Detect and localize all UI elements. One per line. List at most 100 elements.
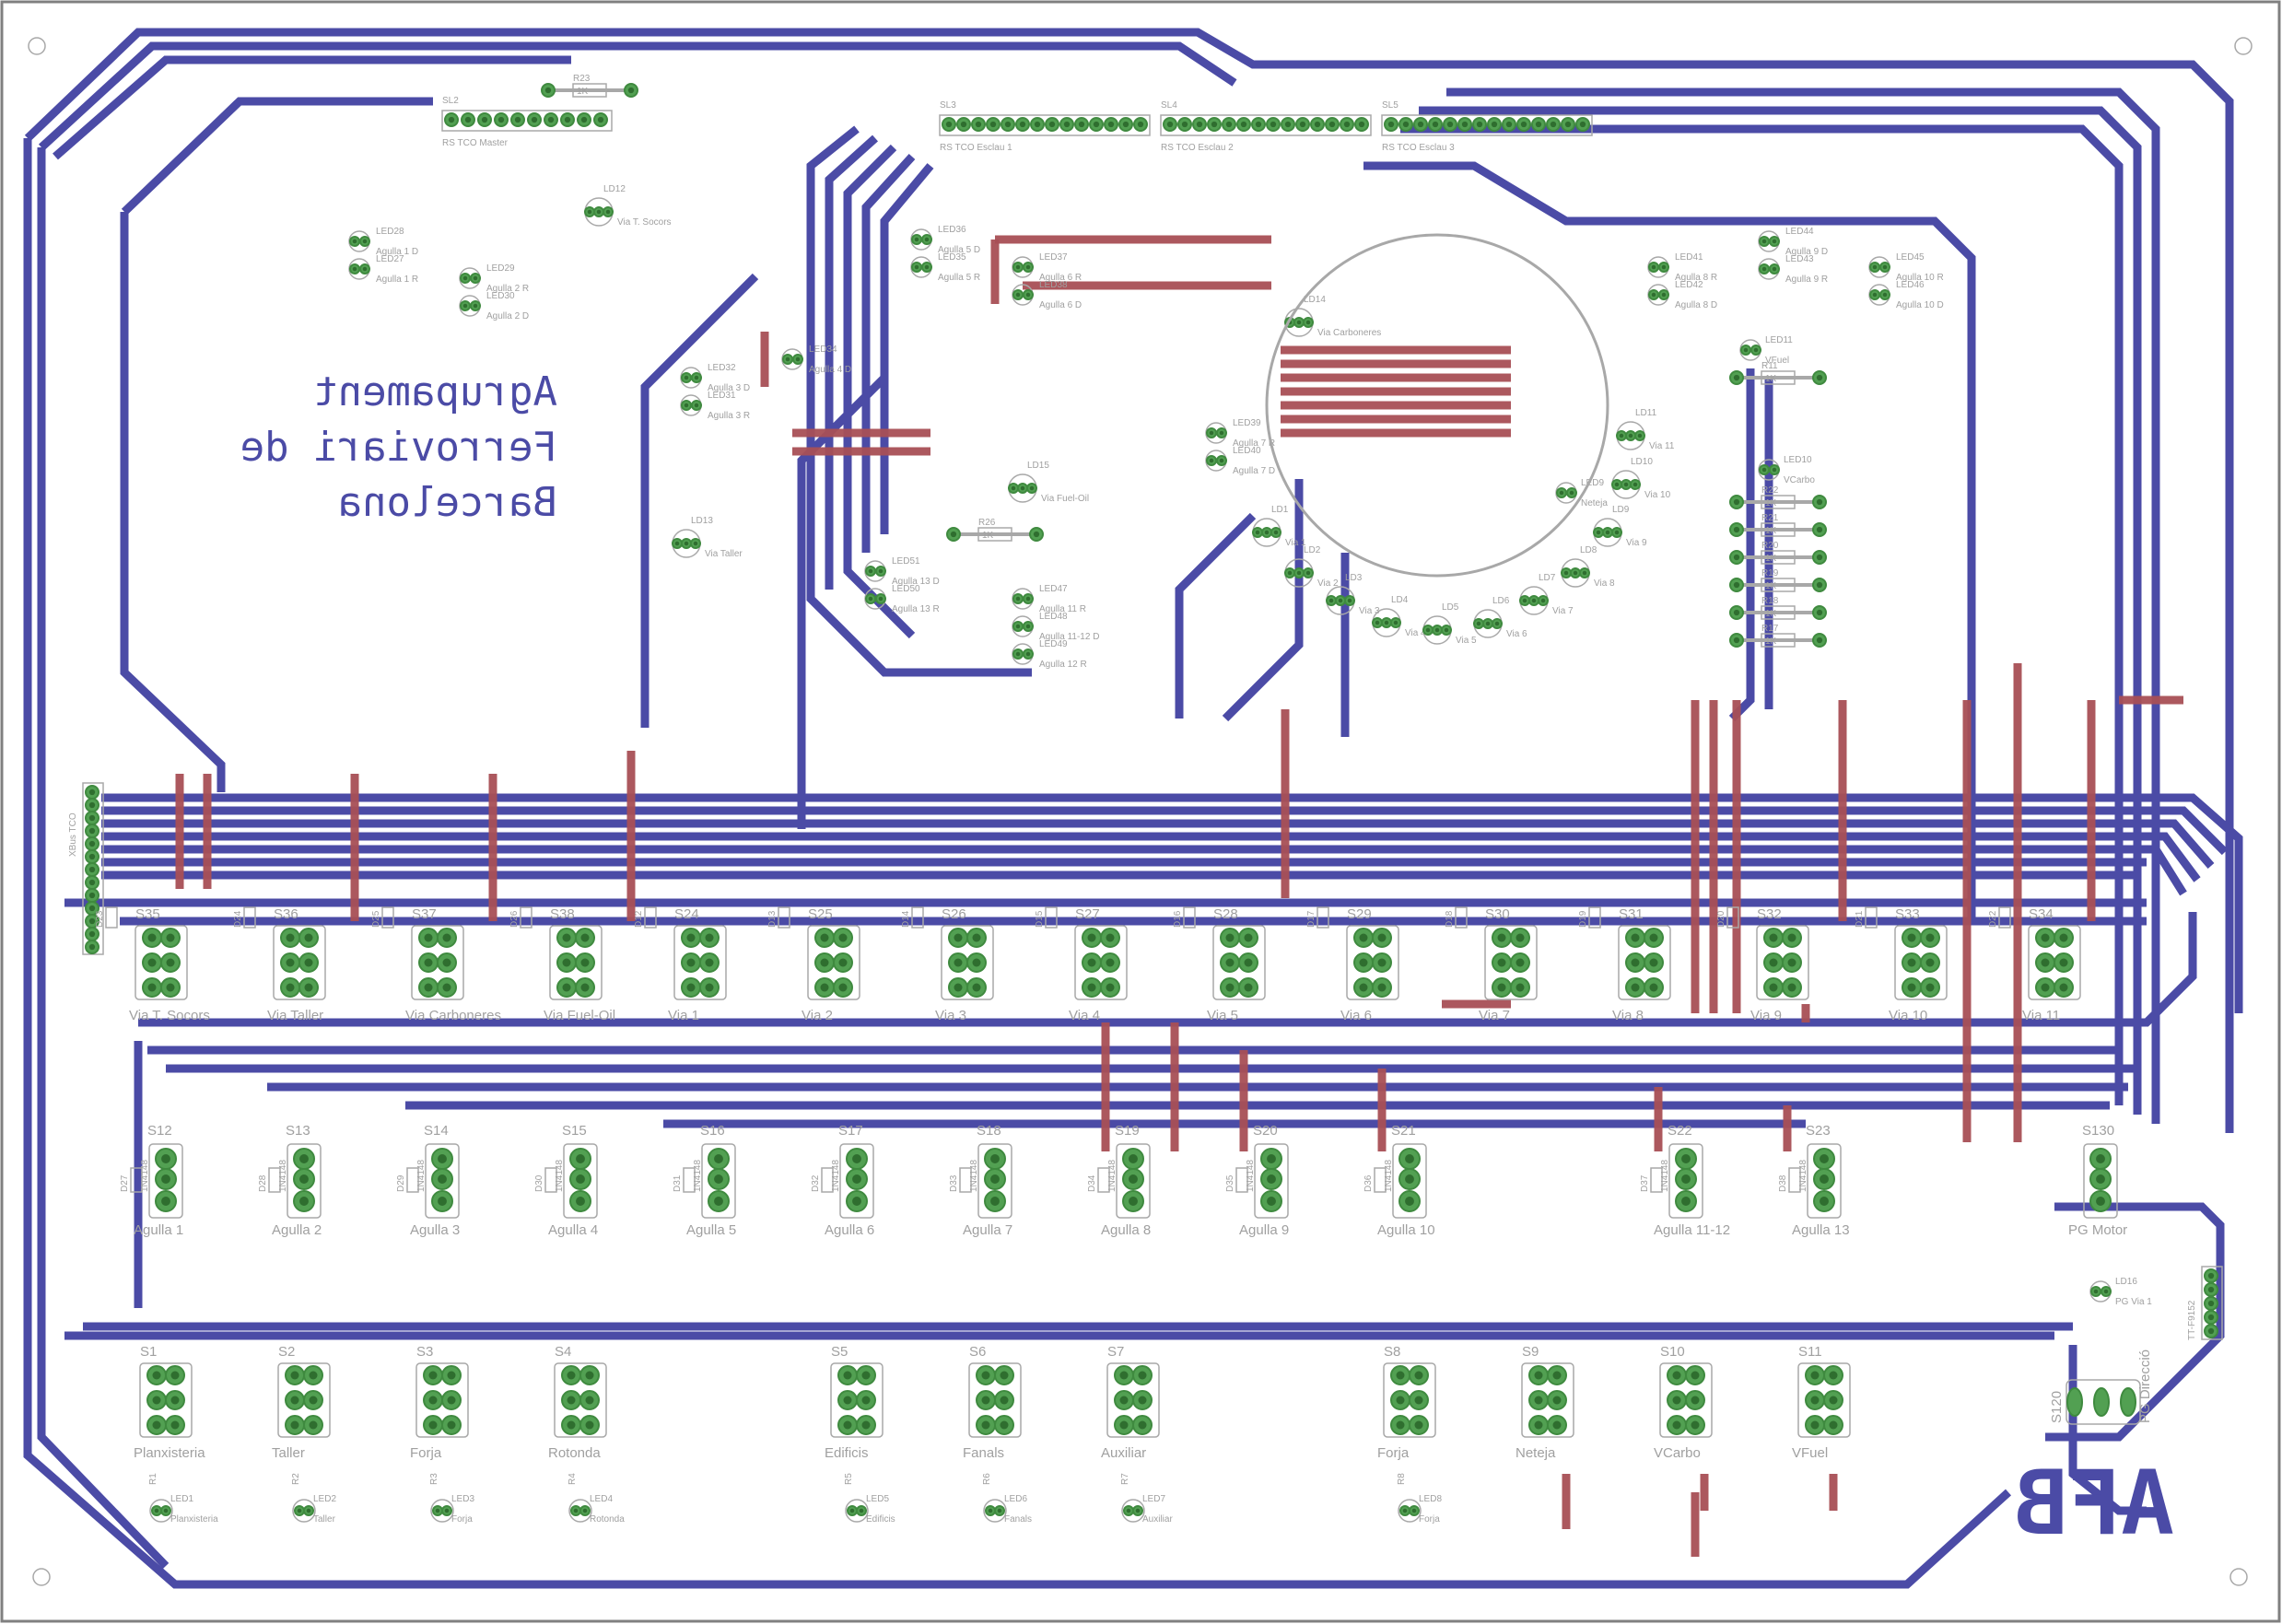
connector-sl1[interactable]: XBus TCO <box>68 782 104 955</box>
led-ref: LED50 <box>892 584 920 594</box>
diode-ref: D28 <box>258 1174 268 1192</box>
mounting-hole-icon <box>32 1568 51 1586</box>
switch-ref: S33 <box>1895 906 1920 922</box>
led-ref: LED31 <box>708 391 736 401</box>
led-ref: LED5 <box>866 1494 889 1504</box>
pg-direction-switch[interactable]: S120 PG Direcció <box>2049 1349 2153 1425</box>
switch-label: Via 2 <box>802 1008 833 1023</box>
diode-part: 1N4148 <box>693 1160 703 1192</box>
led-label: Via 10 <box>1644 490 1671 500</box>
resistor-ref: R20 <box>1761 541 1779 551</box>
led-label: Agulla 10 D <box>1896 300 1944 310</box>
switch-label: Via 9 <box>1750 1008 1782 1023</box>
resistor-ref: R4 <box>568 1473 578 1485</box>
switch-label: Agulla 9 <box>1239 1222 1289 1238</box>
connector-sl6[interactable]: TT-F9152 <box>2187 1266 2223 1340</box>
switch-label: Rotonda <box>548 1445 601 1461</box>
led-label: Via Taller <box>705 549 743 559</box>
switch-label: Via 3 <box>935 1008 966 1023</box>
led-label: Planxisteria <box>170 1514 218 1525</box>
diode-ref: D38 <box>1778 1174 1788 1192</box>
diode: D12 <box>634 906 657 929</box>
resistor-ref: R1 <box>148 1473 158 1485</box>
led-ref: LED38 <box>1039 280 1068 290</box>
diode: D20 <box>1716 906 1739 929</box>
led-label: Forja <box>1419 1514 1440 1525</box>
mounting-hole-icon <box>2229 1568 2248 1586</box>
led-label: Agulla 2 R <box>486 284 529 294</box>
diode-ref: D23 <box>95 910 105 928</box>
logo-text: AFB <box>2015 1452 2174 1555</box>
diode: D17 <box>1306 906 1329 929</box>
diode-ref: D34 <box>1087 1174 1097 1192</box>
logo-afb: AFB <box>2015 1452 2174 1555</box>
diode: D23 <box>95 906 118 929</box>
led-label: Agulla 4 D <box>809 365 851 375</box>
switch-ref: S36 <box>274 906 298 922</box>
led-label: Agulla 3 R <box>708 411 750 421</box>
led-ref: LED8 <box>1419 1494 1442 1504</box>
switch-ref: S8 <box>1384 1344 1400 1360</box>
switch-ref: S37 <box>412 906 437 922</box>
led-ref: LED40 <box>1233 446 1261 456</box>
switch-label: Agulla 4 <box>548 1222 598 1238</box>
switch-label: Planxisteria <box>134 1445 205 1461</box>
